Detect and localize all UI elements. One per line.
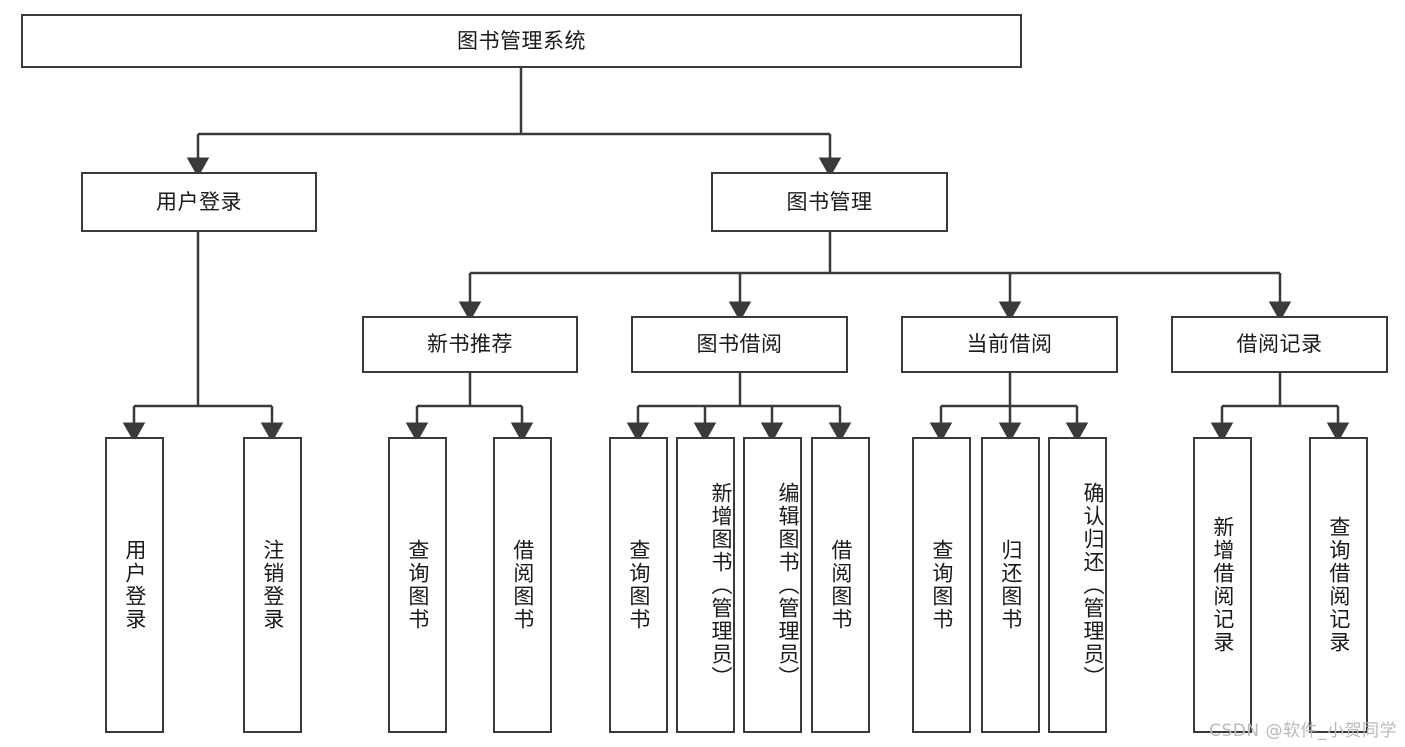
leaf-current-query-book[interactable]: 查询图书 (912, 437, 971, 733)
node-book-borrow[interactable]: 图书借阅 (631, 316, 848, 373)
leaf-record-query-record[interactable]: 查询借阅记录 (1309, 437, 1368, 733)
node-root-system[interactable]: 图书管理系统 (21, 14, 1022, 68)
leaf-borrow-borrow-book[interactable]: 借阅图书 (811, 437, 870, 733)
node-user-login[interactable]: 用户登录 (81, 172, 317, 232)
leaf-current-return-book[interactable]: 归还图书 (981, 437, 1040, 733)
node-borrow-record[interactable]: 借阅记录 (1171, 316, 1388, 373)
leaf-current-confirm-return-admin[interactable]: 确认归还（管理员） (1048, 437, 1107, 733)
node-current-borrow[interactable]: 当前借阅 (901, 316, 1118, 373)
node-new-book-recommend[interactable]: 新书推荐 (362, 316, 578, 373)
leaf-borrow-add-book-admin[interactable]: 新增图书（管理员） (676, 437, 735, 733)
leaf-recommend-borrow-book[interactable]: 借阅图书 (493, 437, 552, 733)
node-book-management[interactable]: 图书管理 (711, 172, 948, 232)
leaf-user-login-signout[interactable]: 注销登录 (243, 437, 302, 733)
leaf-borrow-edit-book-admin[interactable]: 编辑图书（管理员） (743, 437, 802, 733)
watermark-credit: CSDN @软件_小贺同学 (1209, 721, 1397, 741)
leaf-record-add-record[interactable]: 新增借阅记录 (1193, 437, 1252, 733)
leaf-user-login-signin[interactable]: 用户登录 (105, 437, 164, 733)
leaf-recommend-query-book[interactable]: 查询图书 (388, 437, 447, 733)
leaf-borrow-query-book[interactable]: 查询图书 (609, 437, 668, 733)
